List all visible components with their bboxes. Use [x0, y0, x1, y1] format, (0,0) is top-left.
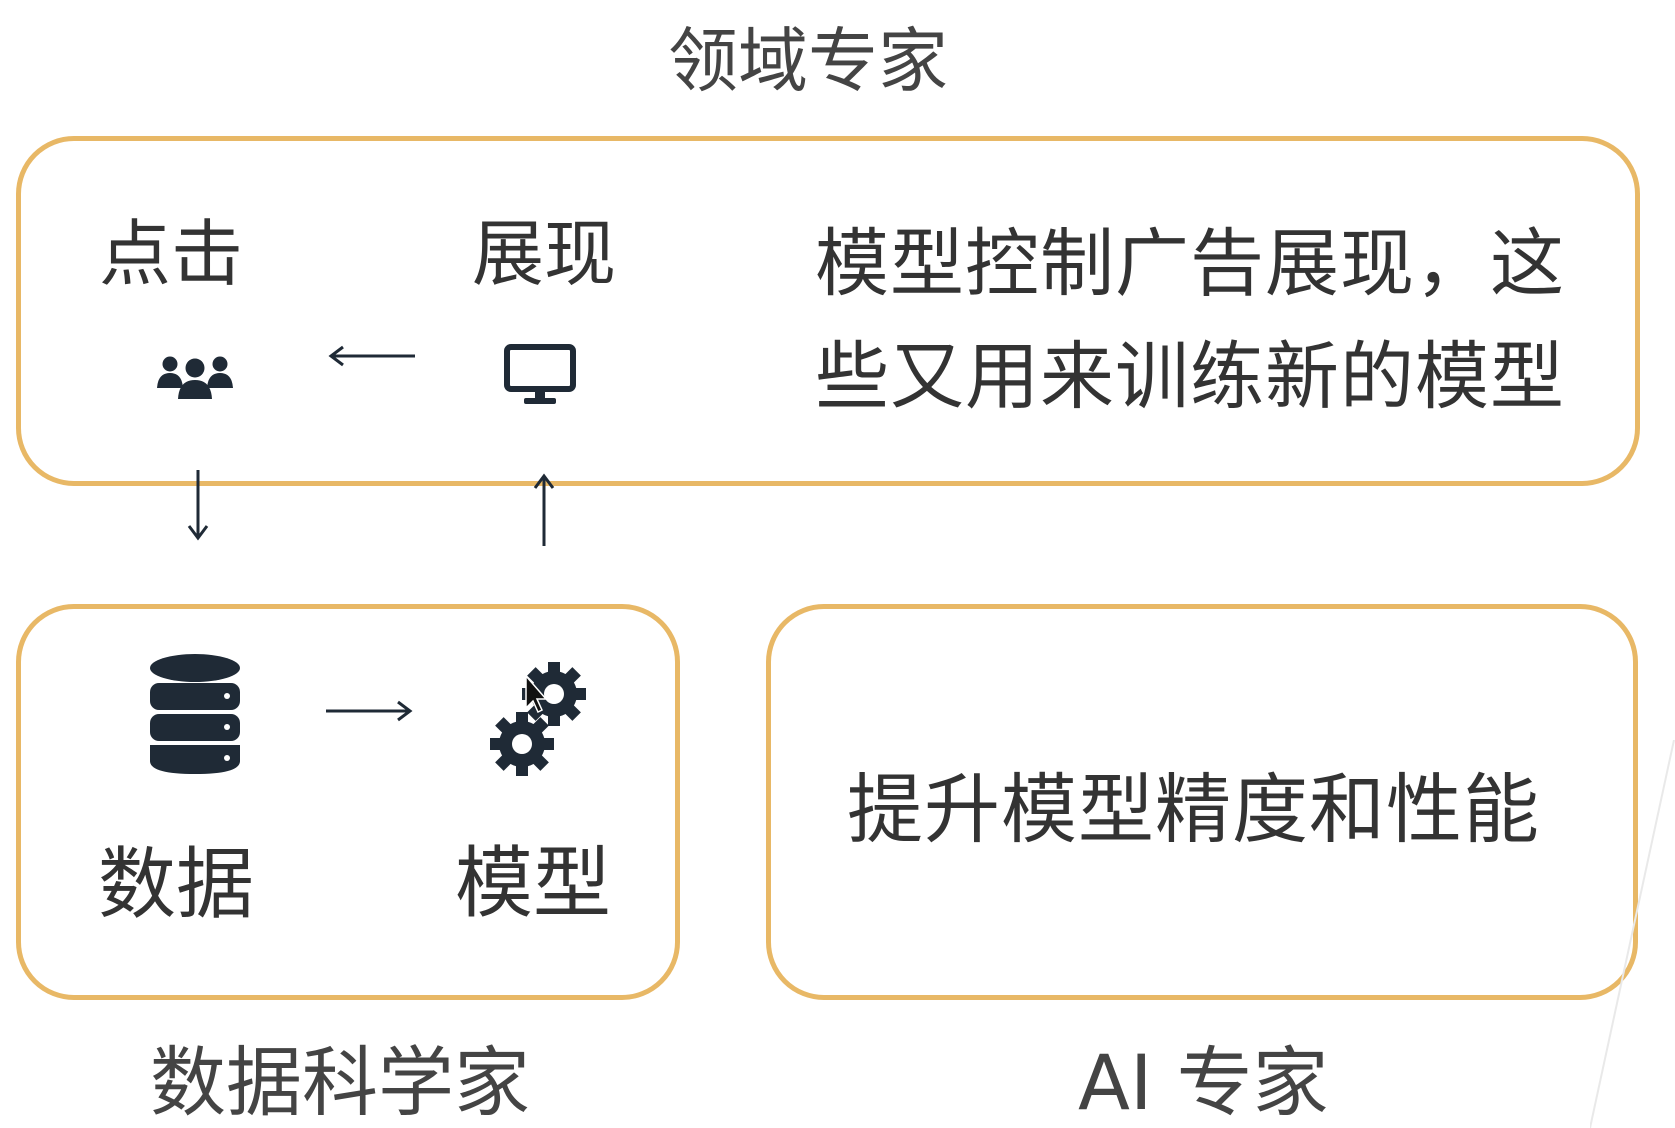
- database-icon: [150, 654, 240, 774]
- data-scientist-box: [16, 604, 680, 1000]
- ai-expert-title: AI 专家: [1078, 1038, 1329, 1127]
- corner-accent-line: [1590, 740, 1675, 1128]
- ai-expert-description: 提升模型精度和性能: [847, 765, 1540, 854]
- arrow-click-to-data: [187, 470, 209, 541]
- model-label: 模型: [455, 839, 612, 929]
- arrow-display-to-click: [328, 345, 415, 367]
- domain-expert-title: 领域专家: [668, 20, 948, 102]
- domain-expert-description-line2: 些又用来训练新的模型: [815, 334, 1565, 420]
- arrow-model-to-display: [533, 473, 555, 546]
- display-label: 展现: [472, 212, 617, 296]
- monitor-icon: [504, 344, 576, 404]
- arrow-data-to-model: [326, 700, 413, 722]
- domain-expert-description-line1: 模型控制广告展现，这: [815, 221, 1565, 307]
- gears-icon: [490, 662, 586, 776]
- domain-expert-box: [16, 136, 1640, 486]
- ai-expert-box: [766, 604, 1638, 1000]
- click-label: 点击: [99, 212, 244, 296]
- users-icon: [157, 356, 233, 399]
- data-label: 数据: [98, 840, 255, 930]
- data-scientist-title: 数据科学家: [150, 1038, 530, 1127]
